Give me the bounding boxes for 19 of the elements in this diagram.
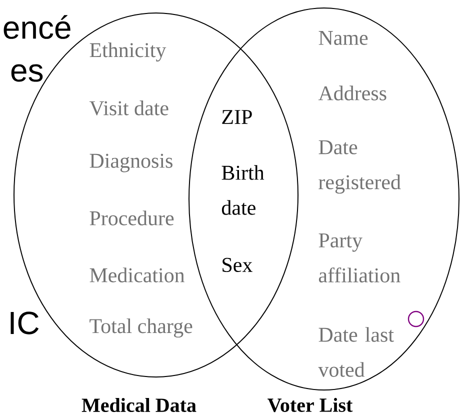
attribute: Party affiliation xyxy=(318,234,400,282)
set-title: Medical Data xyxy=(82,398,196,412)
attribute: Diagnosis xyxy=(90,154,172,172)
attribute: Procedure xyxy=(90,210,174,226)
attribute: Visit date xyxy=(89,100,168,116)
cut-off-text: IC xyxy=(10,312,39,334)
attribute: Total charge xyxy=(90,318,192,338)
shared-attribute: Birth date xyxy=(222,165,264,215)
cut-off-text: encé xyxy=(4,15,70,39)
attribute: Date last voted xyxy=(318,327,394,377)
attribute: Date registered xyxy=(318,140,401,194)
set-title: Voter List xyxy=(268,398,353,412)
attribute: Address xyxy=(318,86,386,100)
shared-attribute: ZIP xyxy=(222,110,252,124)
attribute: Medication xyxy=(90,268,185,282)
cut-off-text: es xyxy=(11,64,43,82)
attribute: Name xyxy=(318,31,368,45)
attribute: Ethnicity xyxy=(90,42,166,62)
shared-attribute: Sex xyxy=(222,258,252,272)
